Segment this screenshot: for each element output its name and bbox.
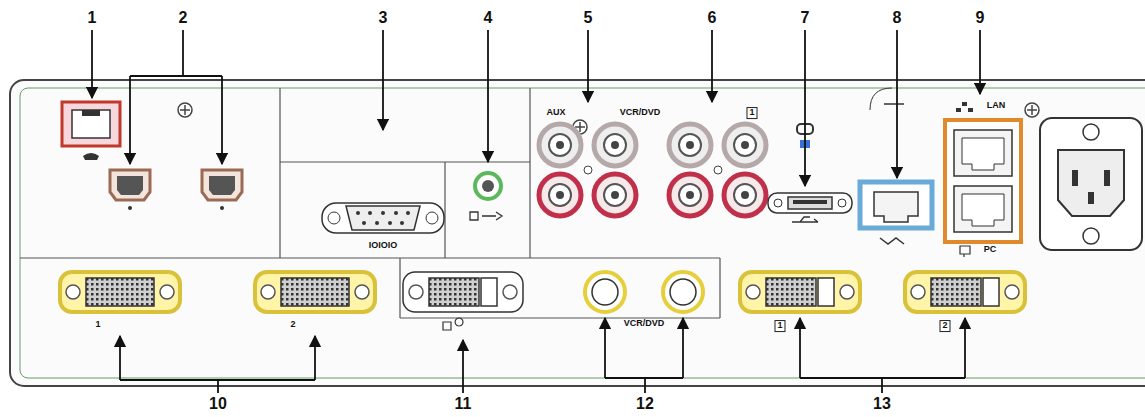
callout-number: 12 bbox=[636, 395, 654, 413]
callout-number: 3 bbox=[379, 9, 388, 27]
port-label: VCR/DVD bbox=[620, 108, 661, 118]
callout-number: 9 bbox=[976, 9, 985, 27]
power-inlet bbox=[1040, 118, 1142, 250]
usb-port bbox=[768, 124, 852, 222]
phone-jack bbox=[62, 102, 120, 160]
callout-number: 7 bbox=[801, 9, 810, 27]
port-label: 1 bbox=[746, 107, 757, 119]
callout-number: 5 bbox=[584, 9, 593, 27]
leader-line bbox=[92, 30, 980, 393]
callout-number: 11 bbox=[455, 395, 472, 413]
serial-port bbox=[322, 203, 444, 233]
panel-housing bbox=[10, 80, 1145, 386]
port-label: 2 bbox=[939, 320, 950, 332]
lan-port bbox=[945, 102, 1021, 257]
callout-number: 13 bbox=[873, 395, 891, 413]
port-label: 1 bbox=[774, 320, 785, 332]
dvi-connector bbox=[60, 272, 1025, 330]
callout-number: 4 bbox=[484, 9, 493, 27]
callout-number: 1 bbox=[88, 9, 97, 27]
callout-number: 6 bbox=[708, 9, 717, 27]
rca-jack bbox=[539, 124, 766, 216]
port-label: LAN bbox=[987, 101, 1006, 111]
port-label: VCR/DVD bbox=[624, 319, 665, 329]
port-label: 1 bbox=[95, 320, 100, 330]
mini-port bbox=[110, 170, 242, 210]
port-label: PC bbox=[984, 245, 997, 255]
callout-number: 10 bbox=[209, 395, 227, 413]
callout-number: 2 bbox=[179, 9, 188, 27]
port-label: 2 bbox=[290, 320, 295, 330]
callout-number: 8 bbox=[893, 9, 902, 27]
port-label: AUX bbox=[546, 108, 565, 118]
port-label: IOIOIO bbox=[369, 241, 398, 251]
svideo-port bbox=[585, 272, 703, 312]
network-port bbox=[860, 88, 932, 244]
audio-jack bbox=[470, 173, 502, 220]
